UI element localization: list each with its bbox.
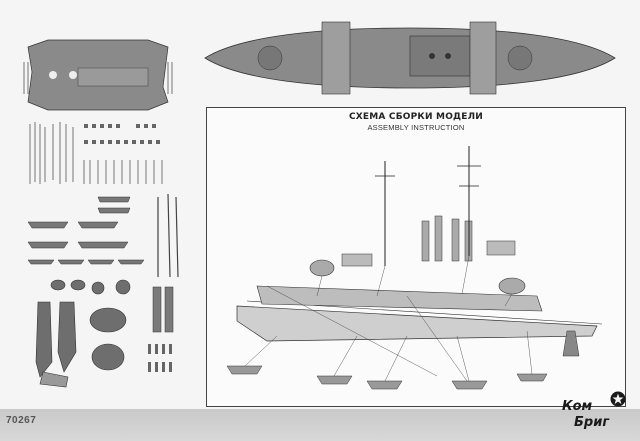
parts-layout <box>23 39 179 388</box>
star-icon <box>610 391 626 407</box>
small-rods-bottom <box>148 344 172 372</box>
brand-line-2: Бриг <box>574 415 610 430</box>
kit-code: 70267 <box>6 415 37 426</box>
small-fittings <box>84 124 160 144</box>
rod-parts <box>23 62 173 184</box>
railing-parts <box>83 160 163 184</box>
deck-part <box>27 39 169 111</box>
brand-logo: Ком Бриг <box>558 391 628 441</box>
brand-line-1: Ком <box>562 399 593 414</box>
boat-parts <box>27 196 145 265</box>
turret-parts <box>35 279 131 388</box>
instruction-title-ru: СХЕМА СБОРКИ МОДЕЛИ <box>348 112 484 122</box>
instruction-title-en: ASSEMBLY INSTRUCTION <box>367 123 465 132</box>
footer-bar: 70267 Ком Бриг <box>0 391 640 441</box>
hull-top-view <box>204 21 616 95</box>
mast-parts <box>157 193 179 278</box>
assembly-instruction-panel: СХЕМА СБОРКИ МОДЕЛИ ASSEMBLY INSTRUCTION <box>206 107 626 407</box>
funnel-parts <box>152 286 174 333</box>
exploded-assembly-diagram <box>226 146 603 390</box>
